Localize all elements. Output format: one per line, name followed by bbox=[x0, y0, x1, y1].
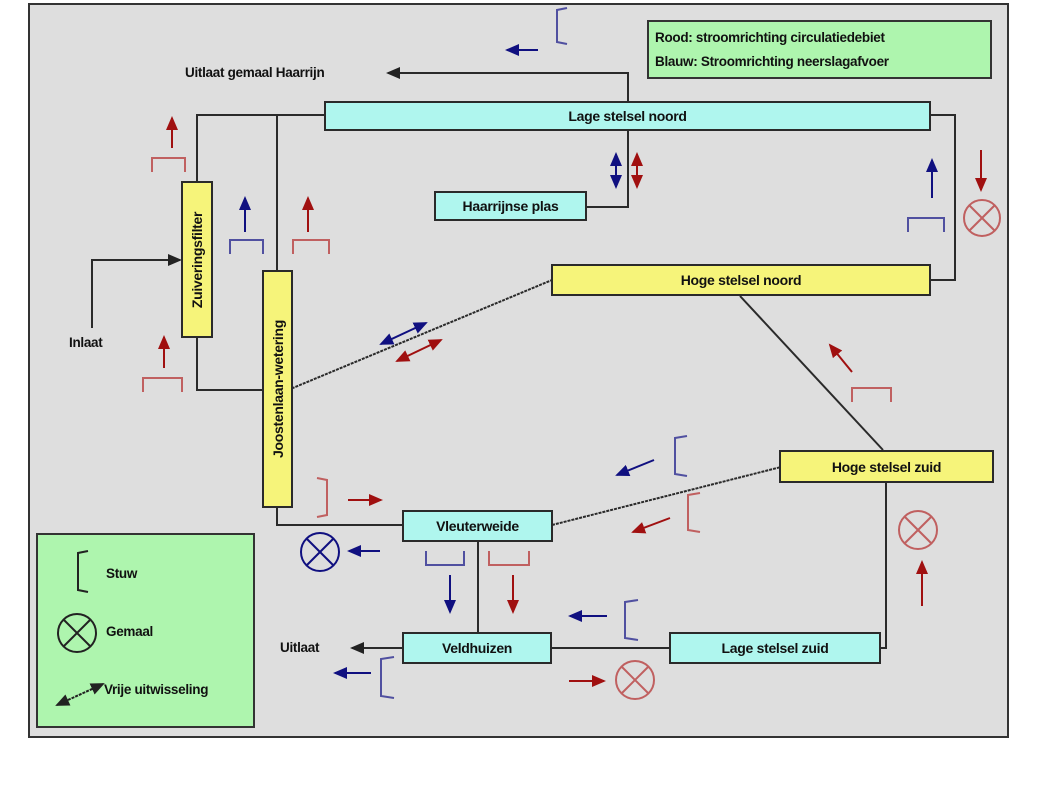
stuw-icon bbox=[151, 157, 186, 172]
node-label: Hoge stelsel zuid bbox=[831, 458, 942, 475]
stuw-icon bbox=[229, 239, 264, 254]
node-vleuterweide: Vleuterweide bbox=[402, 510, 553, 542]
red-flow-arrow bbox=[631, 517, 671, 534]
line-joosten-vleuter bbox=[276, 507, 403, 526]
node-zuiveringsfilter: Zuiveringsfilter bbox=[181, 181, 213, 338]
node-label: Vleuterweide bbox=[436, 518, 519, 534]
stuw-icon bbox=[142, 377, 183, 392]
gemaal-icon bbox=[898, 510, 938, 550]
legend-gemaal-icon bbox=[57, 613, 97, 653]
blue-exchange-arrow bbox=[379, 322, 428, 345]
line-hsz-lsz bbox=[880, 482, 887, 649]
stuw-icon bbox=[687, 492, 701, 533]
gemaal-icon bbox=[963, 199, 1001, 237]
line-zuivering-top bbox=[196, 114, 325, 182]
line-zuivering-bottom bbox=[196, 338, 265, 391]
stuw-icon bbox=[907, 217, 945, 232]
node-lage-stelsel-zuid: Lage stelsel zuid bbox=[669, 632, 881, 664]
node-hoge-stelsel-zuid: Hoge stelsel zuid bbox=[779, 450, 994, 483]
line-lsn-hsn bbox=[930, 114, 956, 281]
node-haarrijnse-plas: Haarrijnse plas bbox=[434, 191, 587, 221]
blue-flow-arrow bbox=[615, 459, 655, 477]
label-inlaat: Inlaat bbox=[69, 335, 103, 350]
gemaal-icon bbox=[615, 660, 655, 700]
legend-stuw-icon bbox=[77, 550, 89, 593]
node-veldhuizen: Veldhuizen bbox=[402, 632, 552, 664]
stuw-icon bbox=[380, 656, 395, 699]
stuw-icon bbox=[316, 477, 328, 518]
node-label: Veldhuizen bbox=[441, 640, 513, 656]
line-inlaat bbox=[91, 254, 182, 328]
red-exchange-arrow bbox=[395, 339, 443, 362]
legend-stuw-label: Stuw bbox=[106, 566, 138, 581]
gemaal-icon bbox=[300, 532, 340, 572]
node-hoge-stelsel-noord: Hoge stelsel noord bbox=[551, 264, 931, 296]
stuw-icon bbox=[674, 435, 688, 477]
node-joostenlaan-wetering: Joostenlaan-wetering bbox=[262, 270, 293, 508]
stuw-icon bbox=[292, 239, 330, 254]
stuw-icon bbox=[425, 551, 465, 566]
node-label: Haarrijnse plas bbox=[462, 198, 559, 214]
stuw-icon bbox=[556, 7, 568, 45]
node-lage-stelsel-noord: Lage stelsel noord bbox=[324, 101, 931, 131]
line-haarrijnse bbox=[586, 131, 629, 208]
node-label: Zuiveringsfilter bbox=[189, 211, 205, 308]
line-joosten-hsn bbox=[287, 279, 553, 391]
legend-exchange-label: Vrije uitwisseling bbox=[104, 682, 209, 697]
stuw-icon bbox=[851, 387, 892, 402]
legend-gemaal-label: Gemaal bbox=[106, 624, 153, 639]
label-uitlaat-gemaal-haarrijn: Uitlaat gemaal Haarrijn bbox=[185, 65, 325, 80]
node-label: Lage stelsel zuid bbox=[721, 640, 829, 656]
stuw-icon bbox=[624, 599, 639, 641]
node-label: Lage stelsel noord bbox=[568, 108, 687, 124]
flow-color-legend: Rood: stroomrichting circulatiedebiet Bl… bbox=[647, 20, 992, 79]
stuw-icon bbox=[488, 551, 530, 566]
legend-exchange-icon bbox=[55, 683, 105, 706]
node-label: Hoge stelsel noord bbox=[680, 272, 802, 288]
label-uitlaat: Uitlaat bbox=[280, 640, 320, 655]
line-hsn-hsz bbox=[739, 295, 884, 451]
line-vleuter-hsz bbox=[551, 466, 782, 526]
red-flow-arrow bbox=[828, 343, 853, 373]
line-uitlaat-haarrijn bbox=[386, 67, 629, 103]
node-label: Joostenlaan-wetering bbox=[269, 320, 286, 458]
legend-red-text: Rood: stroomrichting circulatiedebiet bbox=[655, 30, 885, 45]
legend-blue-text: Blauw: Stroomrichting neerslagafvoer bbox=[655, 54, 889, 69]
